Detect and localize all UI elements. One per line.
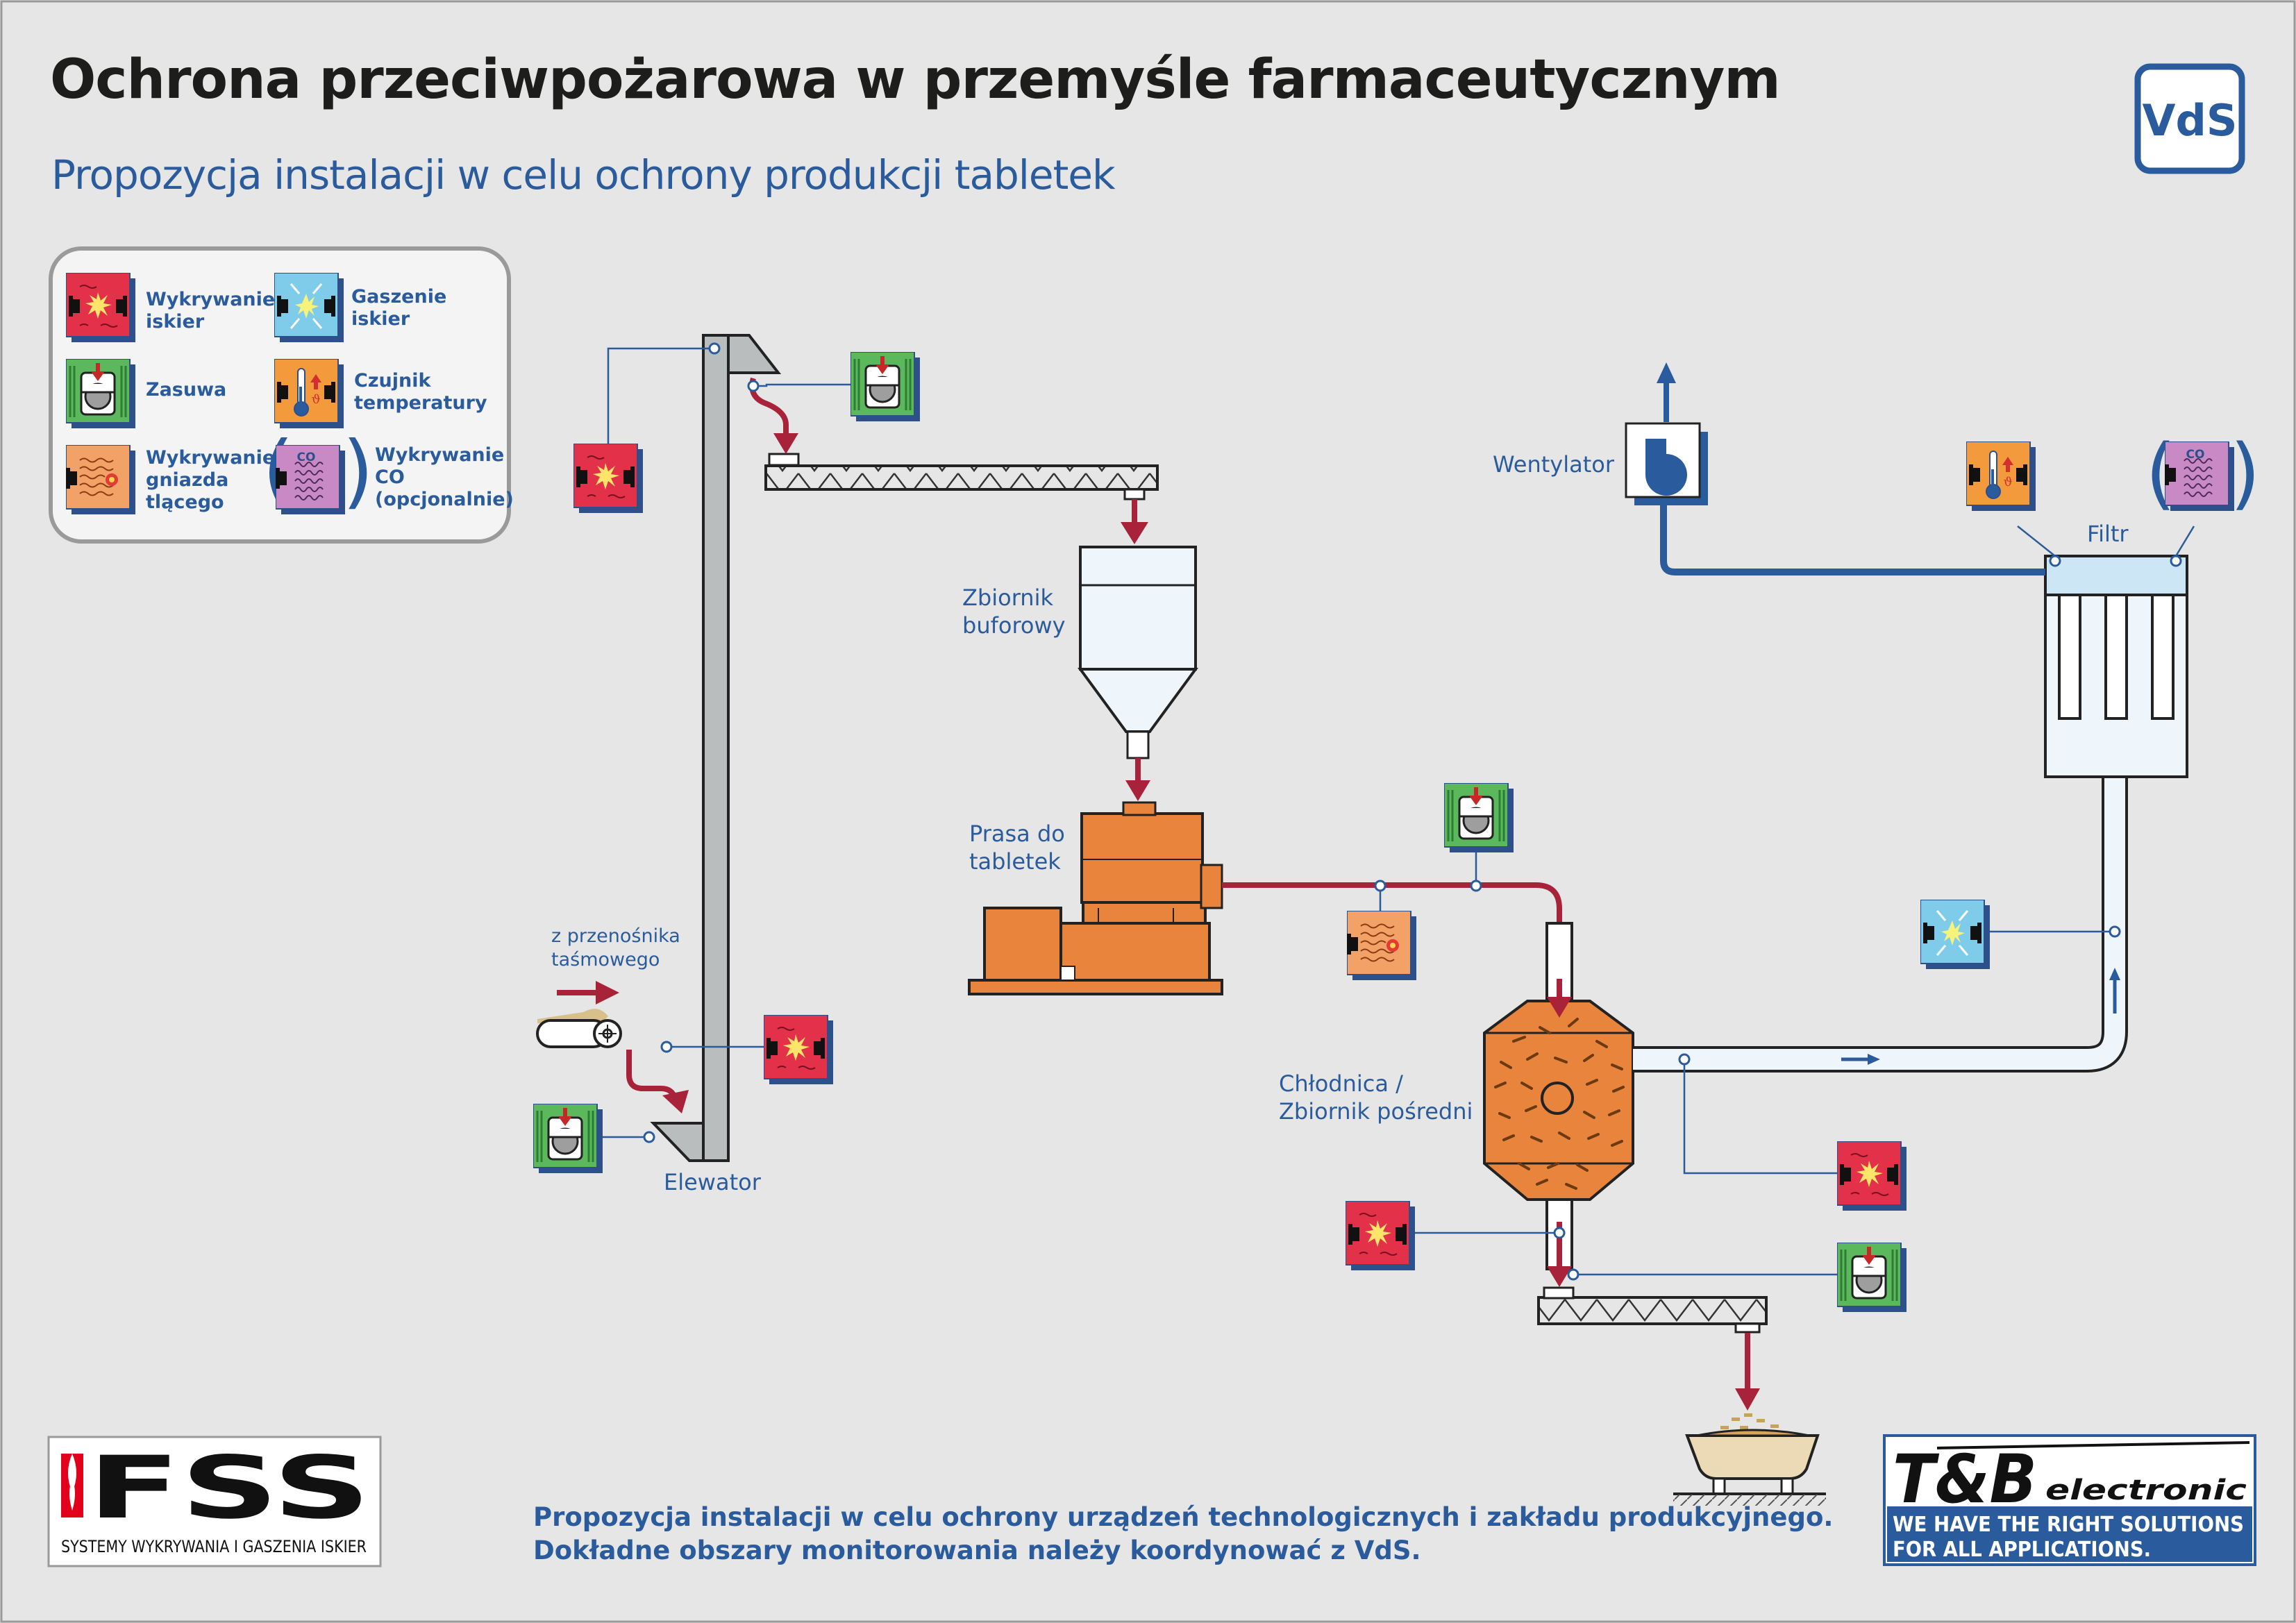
fss-logo-text: FSS <box>87 1438 371 1538</box>
tb-slogan-line2: FOR ALL APPLICATIONS. <box>1893 1538 2151 1562</box>
flow-arrow-top <box>749 377 798 454</box>
footer-line-1: Propozycja instalacji w celu ochrony urz… <box>533 1502 1834 1532</box>
flow-arrow-cooler-in <box>1547 979 1572 1018</box>
gate-elevator-inlet <box>533 1104 603 1173</box>
spark-detector-elevator-bottom <box>764 1015 833 1084</box>
output-bin <box>1673 1413 1826 1506</box>
gate-cooler-inlet <box>1444 783 1514 852</box>
footer-line-2: Dokładne obszary monitorowania należy ko… <box>533 1536 1421 1565</box>
smoldering-detector-press <box>1347 911 1416 980</box>
smoldering-detection-icon <box>66 445 135 514</box>
spark-extinguishing-icon <box>274 273 344 342</box>
screw-conveyor-top <box>764 453 1159 501</box>
gate-icon <box>66 359 135 428</box>
cooler-tank <box>1483 922 1634 1270</box>
legend-gate: Zasuwa <box>146 379 226 401</box>
co-badge-filter: CO <box>2186 448 2205 462</box>
gate-cooler-outlet <box>1837 1243 1907 1312</box>
tb-logo-sub: electronic <box>2045 1474 2247 1506</box>
gate-top-conveyor <box>850 352 920 421</box>
paren-right-filter-icon: ) <box>2230 428 2261 519</box>
cooler-label: Chłodnica /Zbiornik pośredni <box>1279 1070 1473 1125</box>
fan-label: Wentylator <box>1493 451 1615 478</box>
elevator <box>650 334 782 1162</box>
fss-logo: FSS SYSTEMY WYKRYWANIA I GASZENIA ISKIER <box>47 1436 382 1567</box>
co-badge: CO <box>297 451 316 464</box>
screw-conveyor-bottom <box>1537 1286 1768 1334</box>
spark-detector-cooler-outlet <box>1346 1201 1415 1270</box>
tb-logo-text: T&B <box>1893 1440 2037 1518</box>
buffer-tank <box>1078 546 1198 759</box>
filter-label: Filtr <box>2087 521 2129 547</box>
temperature-sensor-icon <box>274 359 344 428</box>
fan-duct <box>1660 490 2045 575</box>
flow-arrow-buffer-in <box>1121 499 1148 544</box>
flow-arrow-input <box>557 981 619 1004</box>
flow-arrow-to-elevator <box>626 1050 689 1113</box>
fss-flame-icon <box>61 1454 83 1517</box>
spark-detection-icon <box>66 273 135 342</box>
sensor-lines <box>597 347 2195 1276</box>
elevator-label: Elewator <box>664 1169 762 1195</box>
fan-unit <box>1625 422 1708 505</box>
spark-detector-exhaust-duct <box>1837 1141 1907 1211</box>
extinguisher-exhaust-duct <box>1920 900 1990 969</box>
flow-arrow-output <box>1735 1333 1760 1411</box>
exhaust-duct <box>1633 777 2128 1073</box>
filter-unit <box>2044 555 2188 778</box>
flow-arrow-press-in <box>1125 758 1150 801</box>
fan-exhaust-arrow <box>1657 362 1676 422</box>
spark-detector-elevator-top <box>573 444 643 513</box>
tablet-press <box>968 801 1223 995</box>
tb-slogan-line1: WE HAVE THE RIGHT SOLUTIONS <box>1893 1513 2244 1537</box>
vds-logo: VdS <box>2134 63 2245 174</box>
page-subtitle: Propozycja instalacji w celu ochrony pro… <box>51 151 1116 199</box>
footer-note: Propozycja instalacji w celu ochrony urz… <box>533 1501 1833 1567</box>
page-title: Ochrona przeciwpożarowa w przemyśle farm… <box>50 49 1781 111</box>
sensor-nodes <box>643 342 2182 1281</box>
belt-conveyor <box>536 1009 622 1048</box>
vds-logo-text: VdS <box>2142 95 2237 146</box>
fss-tagline: SYSTEMY WYKRYWANIA I GASZENIA ISKIER <box>61 1537 367 1556</box>
pipe-press-to-cooler <box>1222 882 1562 923</box>
temperature-sensor-filter <box>1966 442 2036 511</box>
tb-logo: T&B electronic WE HAVE THE RIGHT SOLUTIO… <box>1883 1434 2256 1566</box>
paren-right-icon: ) <box>342 424 374 518</box>
